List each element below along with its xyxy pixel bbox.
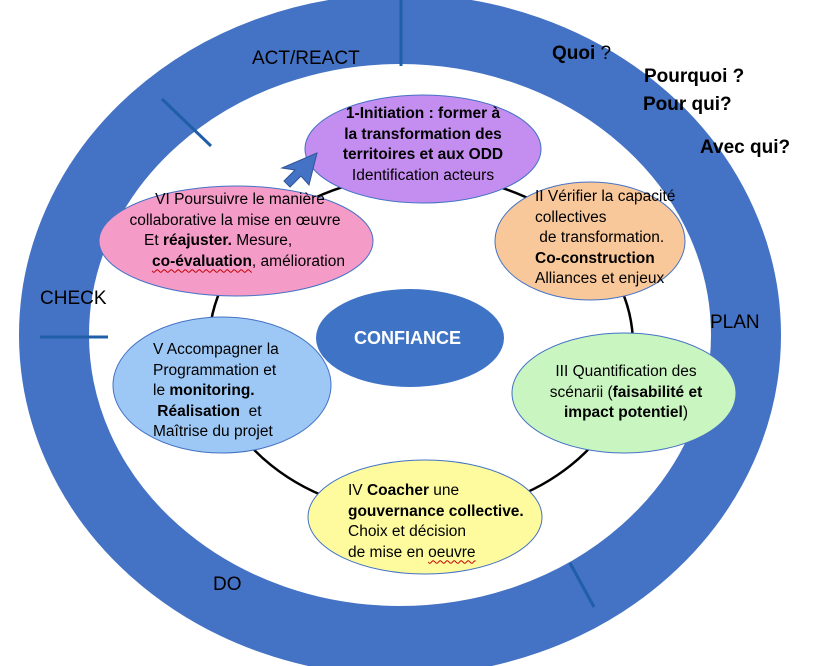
do-label: DO xyxy=(213,574,242,595)
verifier-line-5: Alliances et enjeux xyxy=(535,270,665,287)
initiation-line-2: la transformation des xyxy=(344,125,502,143)
confiance-ellipse xyxy=(316,289,504,387)
quantification-line-1: III Quantification des xyxy=(555,363,697,380)
accompagner-text: V Accompagner la Programmation et le mon… xyxy=(153,340,279,443)
ring-divider-lower-right xyxy=(568,562,596,608)
accompagner-line-3a: le xyxy=(153,382,170,399)
poursuivre-line-3a: Et xyxy=(144,232,163,249)
initiation-line-3: territoires et aux ODD xyxy=(342,146,504,163)
pourquoi-question: Pourquoi ? xyxy=(644,66,745,87)
quantification-line-2b: faisabilité et xyxy=(612,383,703,401)
verifier-line-3: de transformation. xyxy=(535,229,665,246)
coacher-ellipse xyxy=(307,459,543,575)
initiation-ellipse xyxy=(304,94,542,204)
confiance-label: CONFIANCE xyxy=(354,328,461,348)
accompagner-line-4a: Réalisation xyxy=(153,402,240,420)
coacher-text: IV Coacher une gouvernance collective. C… xyxy=(348,481,524,563)
ring-divider-upper-left xyxy=(160,97,213,148)
cycle-arrow xyxy=(280,152,318,188)
coacher-line-4: de mise en oeuvre xyxy=(348,543,524,564)
accompagner-line-5: Maîtrise du projet xyxy=(153,423,273,440)
act-react-label: ACT/REACT xyxy=(252,48,360,69)
quantification-line-3a: impact potentiel xyxy=(563,404,683,421)
quantification-line-3b: ) xyxy=(682,404,689,421)
coacher-line-2: gouvernance collective. xyxy=(348,502,524,520)
initiation-text: 1-Initiation : former à la transformatio… xyxy=(342,104,504,186)
accompagner-line-3: le monitoring. xyxy=(153,381,279,402)
coacher-line-1: IV Coacher une xyxy=(348,481,524,502)
poursuivre-line-4: co-évaluation, amélioration xyxy=(126,252,354,273)
coacher-line-4a: de mise en xyxy=(348,543,429,561)
poursuivre-line-3b: réajuster. xyxy=(162,232,232,249)
pour-qui-question: Pour qui? xyxy=(643,94,732,115)
poursuivre-ellipse xyxy=(98,185,374,297)
verifier-ellipse xyxy=(494,181,686,301)
coacher-line-1b: Coacher xyxy=(366,482,429,499)
quoi-mark: ? xyxy=(595,43,612,64)
coacher-line-1c: une xyxy=(428,482,460,499)
accompagner-line-4b: et xyxy=(240,402,262,420)
accompagner-line-1: V Accompagner la xyxy=(153,341,279,358)
coacher-line-1a: IV xyxy=(348,482,367,499)
poursuivre-line-1: VI Poursuivre le manière xyxy=(155,191,325,208)
quoi-question: Quoi ? xyxy=(552,43,611,65)
accompagner-line-2: Programmation et xyxy=(153,361,277,379)
poursuivre-line-4a: co-évaluation xyxy=(152,252,252,270)
accompagner-line-4: Réalisation et xyxy=(153,402,279,423)
check-label: CHECK xyxy=(40,288,107,309)
accompagner-ellipse xyxy=(112,316,332,454)
coacher-line-4b: oeuvre xyxy=(428,543,476,561)
poursuivre-line-2: collaborative la mise en œuvre xyxy=(129,211,341,229)
accompagner-line-3b: monitoring. xyxy=(169,382,255,399)
quantification-ellipse xyxy=(511,332,737,454)
initiation-line-4: Identification acteurs xyxy=(351,166,495,184)
initiation-line-1: 1-Initiation : former à xyxy=(345,105,501,122)
verifier-line-1: II Vérifier la capacité xyxy=(535,188,676,205)
quantification-line-3: impact potentiel) xyxy=(538,403,714,424)
quantification-line-2: scénarii (faisabilité et xyxy=(538,383,714,404)
poursuivre-text: VI Poursuivre le manière collaborative l… xyxy=(126,190,354,272)
coacher-line-3: Choix et décision xyxy=(348,523,467,540)
verifier-line-4: Co-construction xyxy=(535,249,655,267)
plan-label: PLAN xyxy=(710,312,760,333)
poursuivre-line-4b: , amélioration xyxy=(251,252,345,270)
verifier-text: II Vérifier la capacité collectives de t… xyxy=(535,187,675,290)
verifier-line-2: collectives xyxy=(535,208,607,226)
quantification-text: III Quantification des scénarii (faisabi… xyxy=(538,362,714,424)
quoi-word: Quoi xyxy=(552,43,596,64)
poursuivre-line-3: Et réajuster. Mesure, xyxy=(126,231,354,252)
poursuivre-line-3c: Mesure, xyxy=(231,232,293,249)
quantification-line-2a: scénarii ( xyxy=(549,383,613,401)
avec-qui-question: Avec qui? xyxy=(700,137,791,158)
